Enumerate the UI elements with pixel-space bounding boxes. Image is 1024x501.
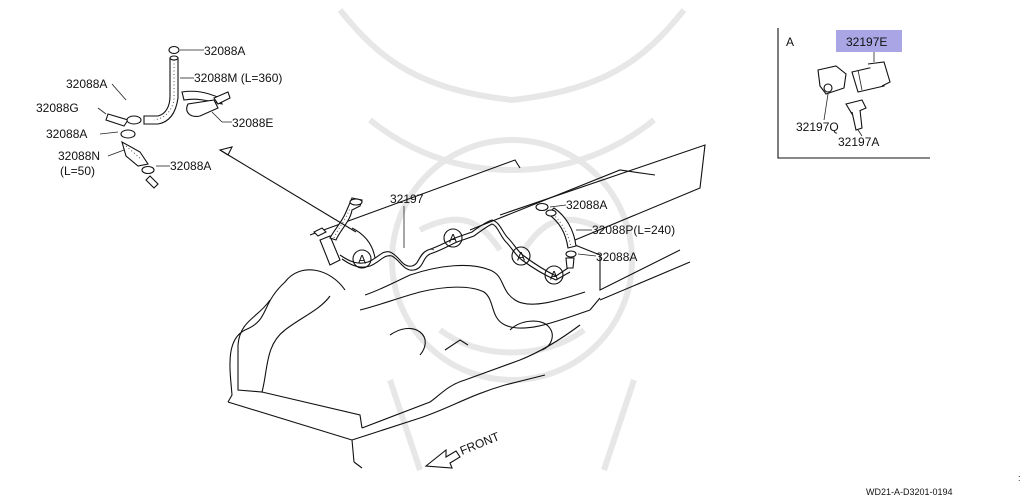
label-pipe-main: 32197 (390, 192, 424, 206)
left-exploded-assembly (105, 45, 357, 233)
front-label: FRONT (458, 429, 502, 458)
label-hose-n: 32088N (58, 149, 100, 163)
part-labels: 32088A 32088M (L=360) 32088A 32088G 3208… (36, 44, 675, 264)
inset-bolt-label: 32197A (838, 135, 879, 149)
label-clamp-right-top: 32088A (566, 198, 607, 212)
label-clamp-left-bot: 32088A (170, 159, 211, 173)
label-bracket-e: 32088E (232, 116, 273, 130)
callout-marker: A (511, 246, 531, 266)
watermark-logo (337, 8, 687, 471)
label-clip-top: 32088A (204, 44, 245, 58)
callout-marker: A (352, 249, 372, 269)
label-fitting-g: 32088G (36, 101, 79, 115)
label-clamp-right-bot: 32088A (596, 250, 637, 264)
callout-label: A (517, 250, 525, 264)
front-arrow: FRONT (424, 429, 502, 469)
callout-marker: A (443, 228, 463, 248)
label-hose-n-length: (L=50) (60, 164, 95, 178)
label-clamp-left-mid: 32088A (46, 127, 87, 141)
left-pipe-end-hose (313, 197, 363, 266)
inset-bracket-label: 32197Q (796, 120, 839, 134)
inset-a: A 32197E 32197Q 32197A (777, 28, 930, 159)
label-clamp-left-top: 32088A (66, 77, 107, 91)
engine-frame-outline (227, 144, 706, 469)
callout-label: A (550, 269, 558, 283)
inset-title: A (786, 35, 794, 49)
highlight-box (836, 30, 902, 52)
label-hose-m: 32088M (L=360) (194, 71, 282, 85)
right-hose-assembly (535, 202, 577, 269)
callout-label: A (358, 253, 366, 267)
reference-code: WD21-A-D3201-0194 (866, 487, 953, 497)
callout-label: A (449, 232, 457, 246)
callout-group: A A A A (352, 228, 564, 285)
label-hose-p: 32088P(L=240) (592, 223, 675, 237)
callout-marker: A (544, 265, 564, 285)
inset-part-highlight: 32197E (846, 35, 887, 49)
edge-mark: : (1018, 473, 1021, 483)
leader-lines (97, 49, 597, 257)
